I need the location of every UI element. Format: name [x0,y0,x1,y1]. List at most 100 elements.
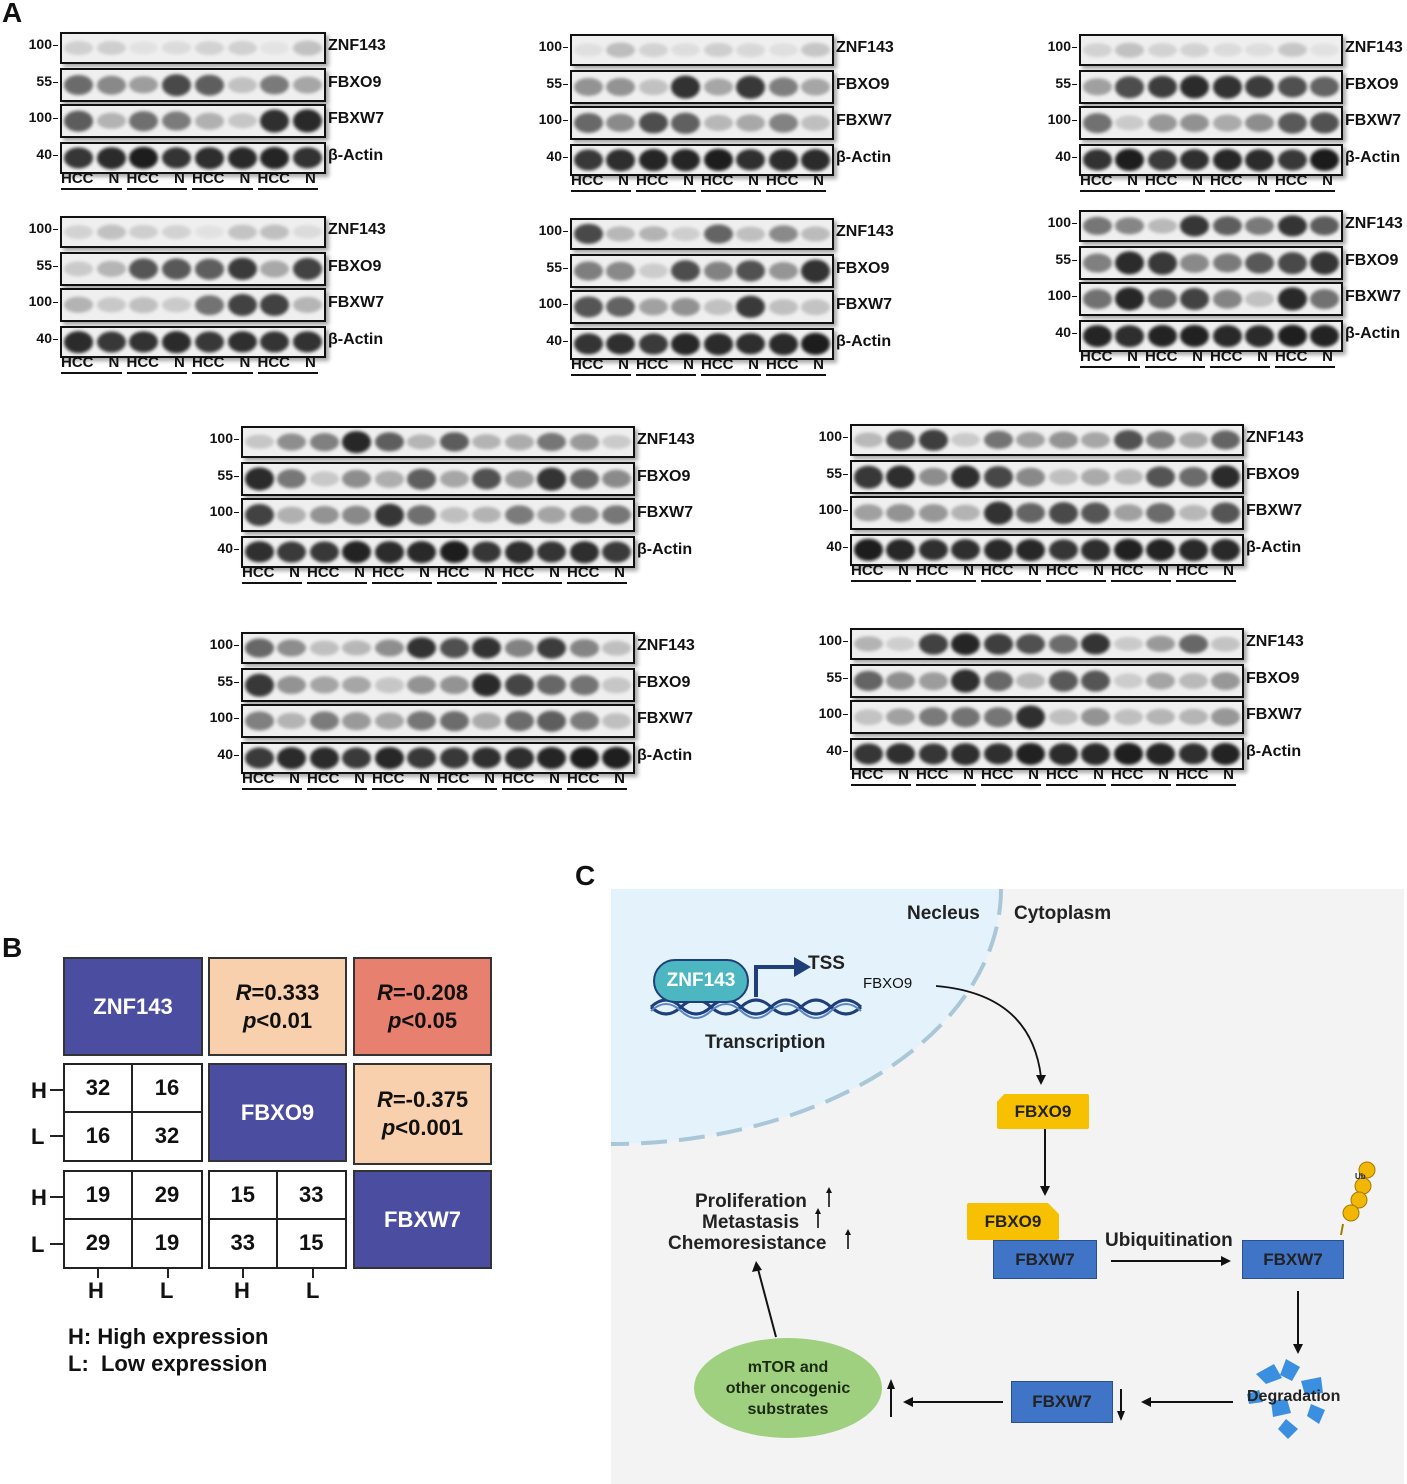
blot-band [227,331,257,353]
mw-marker: 55 [814,669,848,685]
blot-strip [60,68,326,102]
blot-band [768,113,798,133]
blot-band [1082,113,1112,133]
blot-band [1180,113,1210,133]
lane-label-normal: N [419,770,430,787]
blot-band [407,747,437,769]
blot-band [96,224,126,240]
lane-label-normal: N [1322,172,1333,189]
mw-marker: 100 [205,430,239,446]
blot-band [886,539,916,561]
r-value: R=0.333 [235,979,320,1005]
mw-marker: 100 [814,501,848,517]
blot-strip [241,668,635,702]
blot-band [1115,42,1145,58]
blot-band [638,226,668,242]
lane-pair-underline [766,374,826,376]
blot-band [951,669,981,693]
protein-label: ZNF143 [836,39,894,56]
blot-band [374,432,404,452]
blot-band [1245,75,1275,99]
blot-band [951,432,981,448]
blot-band [277,747,307,769]
blot-band [606,296,636,318]
blot-band [886,430,916,450]
lane-label-hcc: HCC [1111,562,1144,579]
blot-band [1016,634,1046,654]
lane-pair-underline [126,188,187,190]
lane-pair-underline [372,582,432,584]
blot-band [1115,76,1145,98]
blot-band [1277,149,1307,171]
blot-band [227,113,257,129]
blot-band [602,677,632,693]
fbxw7-complex: FBXW7 [993,1240,1097,1279]
blot-band [244,503,274,527]
blot-band [374,639,404,657]
lane-label-hcc: HCC [242,770,275,787]
mw-marker: 55 [1043,75,1077,91]
lane-pair-underline [1176,784,1236,786]
blot-band [638,43,668,57]
blot-band [342,640,372,656]
blot-band [1212,216,1242,236]
blot-strip [850,664,1244,698]
protein-label: FBXW7 [637,504,693,521]
blot-band [1178,466,1208,488]
blot-band [374,470,404,488]
blot-band [374,541,404,563]
lane-label-normal: N [289,564,300,581]
blot-strip [1079,210,1343,242]
blot-band [606,261,636,281]
blot-band [671,75,701,99]
blot-band [918,467,948,487]
blot-band [194,295,224,315]
blot-band [573,261,603,281]
blot-band [1178,708,1208,726]
r-value: R=-0.375 [376,1087,469,1112]
blot-band [736,114,766,132]
protein-label: FBXW7 [328,294,384,311]
pathway-diagram: Necleus Cytoplasm ZNF143 TSS FBXO9 Trans… [611,889,1404,1484]
mw-marker: 55 [814,465,848,481]
lane-label-hcc: HCC [567,770,600,787]
table-cell: 33 [210,1219,278,1267]
lane-label-normal: N [484,770,495,787]
protein-label: FBXW7 [1246,502,1302,519]
blot-band [244,747,274,769]
lane-label-hcc: HCC [502,770,535,787]
blot-band [703,333,733,355]
blot-band [537,710,567,732]
blot-band [244,711,274,731]
lane-pair-underline [1046,784,1106,786]
blot-band [569,639,599,657]
blot-strip [241,704,635,738]
blot-band [703,224,733,244]
lane-pair-underline [916,784,976,786]
blot-band [194,147,224,169]
lane-label-normal: N [108,354,120,371]
blot-band [227,293,257,317]
lane-pair-underline [1046,580,1106,582]
blot-band [407,434,437,450]
blot-strip [241,498,635,532]
lane-label-normal: N [1223,766,1234,783]
nucleus-label: Necleus [907,903,980,924]
blot-band [504,747,534,769]
protein-label: β-Actin [637,541,693,558]
blot-strip [241,536,635,568]
mw-marker: 40 [1043,324,1077,340]
protein-label: β-Actin [328,147,384,164]
mw-marker: 55 [24,257,58,273]
mw-marker: 100 [1043,111,1077,127]
blot-band [260,224,290,240]
blot-band [1245,149,1275,171]
blot-band [472,747,502,769]
protein-label: FBXW7 [1345,112,1401,129]
lane-pair-underline [1080,190,1140,192]
blot-band [129,146,159,170]
lane-label-hcc: HCC [916,562,949,579]
